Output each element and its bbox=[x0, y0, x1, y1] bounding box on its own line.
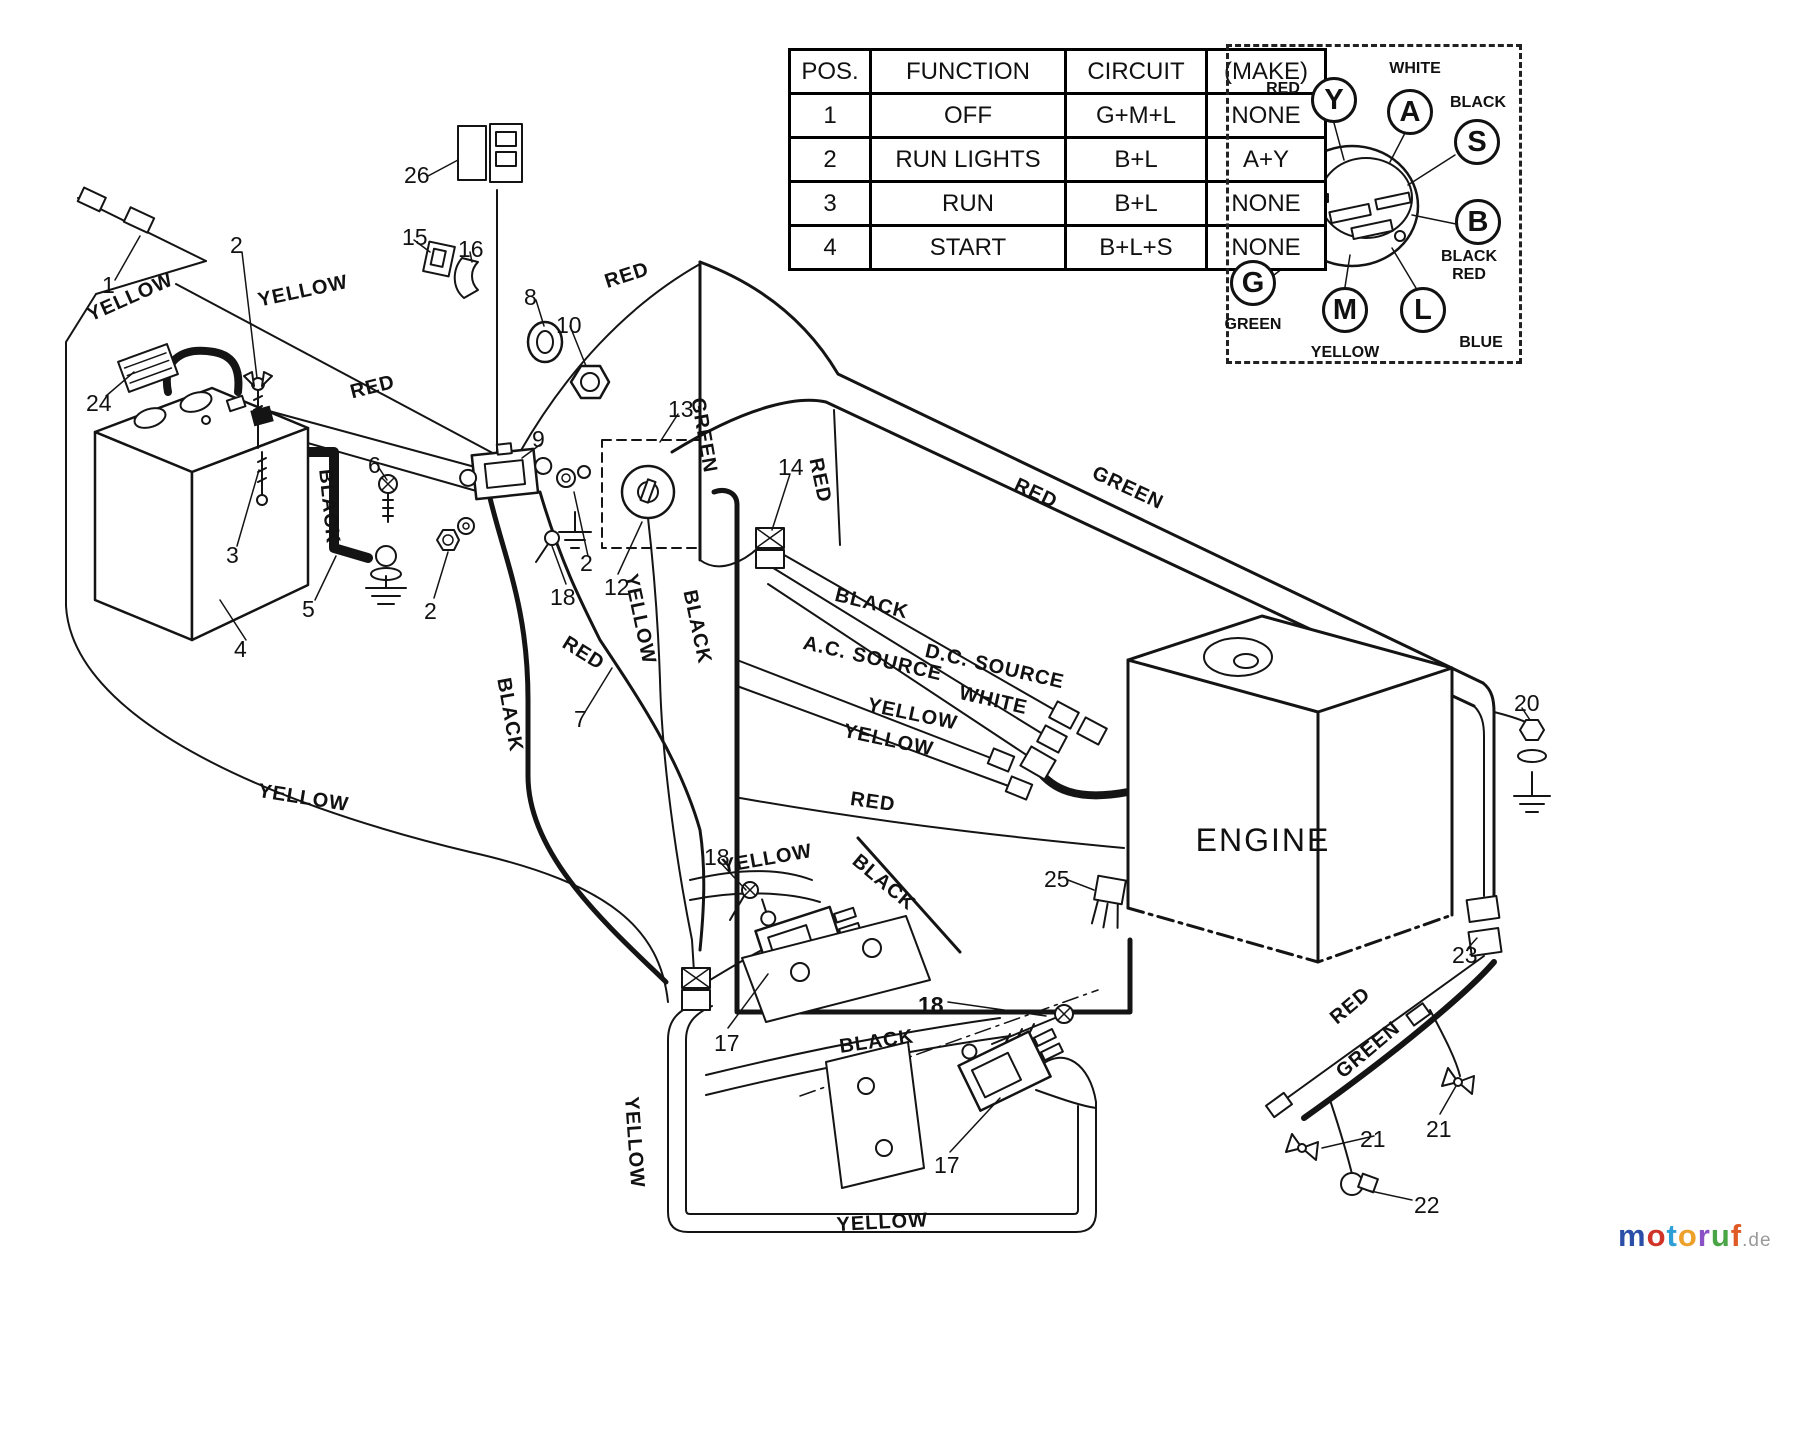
watermark-letter: t bbox=[1666, 1218, 1678, 1253]
watermark-letter: r bbox=[1697, 1218, 1711, 1253]
connectors-and-parts bbox=[76, 123, 1503, 1196]
callout: 21 bbox=[1426, 1116, 1452, 1142]
col-header: POS. bbox=[788, 48, 872, 95]
callout: 18 bbox=[918, 992, 944, 1018]
table-header-row: POS. FUNCTION CIRCUIT (MAKE) bbox=[788, 48, 1327, 95]
interlock-switches bbox=[729, 881, 1074, 1189]
callout: 17 bbox=[714, 1030, 740, 1056]
watermark-letter: m bbox=[1618, 1218, 1647, 1253]
callout: 8 bbox=[524, 284, 537, 310]
switch-position-table: POS. FUNCTION CIRCUIT (MAKE) 1 OFF G+M+L… bbox=[788, 48, 1327, 271]
callout: 13 bbox=[668, 396, 694, 422]
callout: 24 bbox=[86, 390, 112, 416]
terminal-wire-color: RED bbox=[1266, 80, 1300, 97]
watermark-letter: o bbox=[1677, 1218, 1698, 1253]
callout: 3 bbox=[226, 542, 239, 568]
terminal-wire-color: BLACK RED bbox=[1441, 248, 1497, 284]
table-row: 3 RUN B+L NONE bbox=[788, 180, 1327, 227]
callout: 12 bbox=[604, 574, 630, 600]
callout: 10 bbox=[556, 312, 582, 338]
callout-leaders bbox=[105, 159, 1531, 1201]
callout: 22 bbox=[1414, 1192, 1440, 1218]
callout: 25 bbox=[1044, 866, 1070, 892]
callout: 2 bbox=[424, 598, 437, 624]
col-header: FUNCTION bbox=[869, 48, 1067, 95]
col-header: (MAKE) bbox=[1205, 48, 1327, 95]
table-row: 1 OFF G+M+L NONE bbox=[788, 92, 1327, 139]
callout: 7 bbox=[574, 706, 587, 732]
engine-label: ENGINE bbox=[1195, 822, 1331, 858]
watermark-letter: u bbox=[1710, 1218, 1731, 1253]
terminal-L: L bbox=[1400, 287, 1446, 333]
wire-label: YELLOW bbox=[836, 1209, 929, 1236]
callout: 26 bbox=[404, 162, 430, 188]
terminal-wire-color: BLUE bbox=[1459, 334, 1503, 351]
watermark-letter: f bbox=[1730, 1218, 1743, 1253]
terminal-wire-color: BLACK bbox=[1450, 94, 1506, 111]
ignition-switch-detail-box bbox=[1226, 44, 1522, 364]
callout: 14 bbox=[778, 454, 804, 480]
table-row: 2 RUN LIGHTS B+L A+Y bbox=[788, 136, 1327, 183]
battery bbox=[93, 346, 310, 642]
callout: 1 bbox=[102, 272, 115, 298]
callout: 6 bbox=[368, 452, 381, 478]
callout: 17 bbox=[934, 1152, 960, 1178]
callout: 15 bbox=[402, 224, 428, 250]
callout: 4 bbox=[234, 636, 247, 662]
callout: 2 bbox=[230, 232, 243, 258]
callout: 18 bbox=[550, 584, 576, 610]
fasteners bbox=[243, 371, 1547, 763]
terminal-wire-color: GREEN bbox=[1224, 316, 1282, 333]
clip-21-left bbox=[1285, 1133, 1319, 1161]
callout: 16 bbox=[458, 236, 484, 262]
terminal-M: M bbox=[1322, 287, 1368, 333]
callout: 21 bbox=[1360, 1126, 1386, 1152]
terminal-A: A bbox=[1387, 89, 1433, 135]
terminal-Y: Y bbox=[1311, 77, 1357, 123]
watermark-letter: o bbox=[1646, 1218, 1667, 1253]
callout: 9 bbox=[532, 426, 545, 452]
callout: 23 bbox=[1452, 942, 1478, 968]
watermark-suffix: .de bbox=[1742, 1230, 1772, 1251]
terminal-S: S bbox=[1454, 119, 1500, 165]
engine bbox=[1126, 614, 1454, 964]
callout: 5 bbox=[302, 596, 315, 622]
terminal-wire-color: YELLOW bbox=[1310, 344, 1380, 361]
callout: 18 bbox=[704, 844, 730, 870]
clip-21-right bbox=[1441, 1067, 1475, 1095]
watermark: motoruf.de bbox=[1618, 1218, 1772, 1254]
col-header: CIRCUIT bbox=[1064, 48, 1208, 95]
terminal-G: G bbox=[1230, 260, 1276, 306]
terminal-B: B bbox=[1455, 199, 1501, 245]
callout: 2 bbox=[580, 550, 593, 576]
terminal-wire-color: WHITE bbox=[1389, 60, 1441, 77]
ground-symbols bbox=[365, 511, 1551, 813]
callout: 20 bbox=[1514, 690, 1540, 716]
